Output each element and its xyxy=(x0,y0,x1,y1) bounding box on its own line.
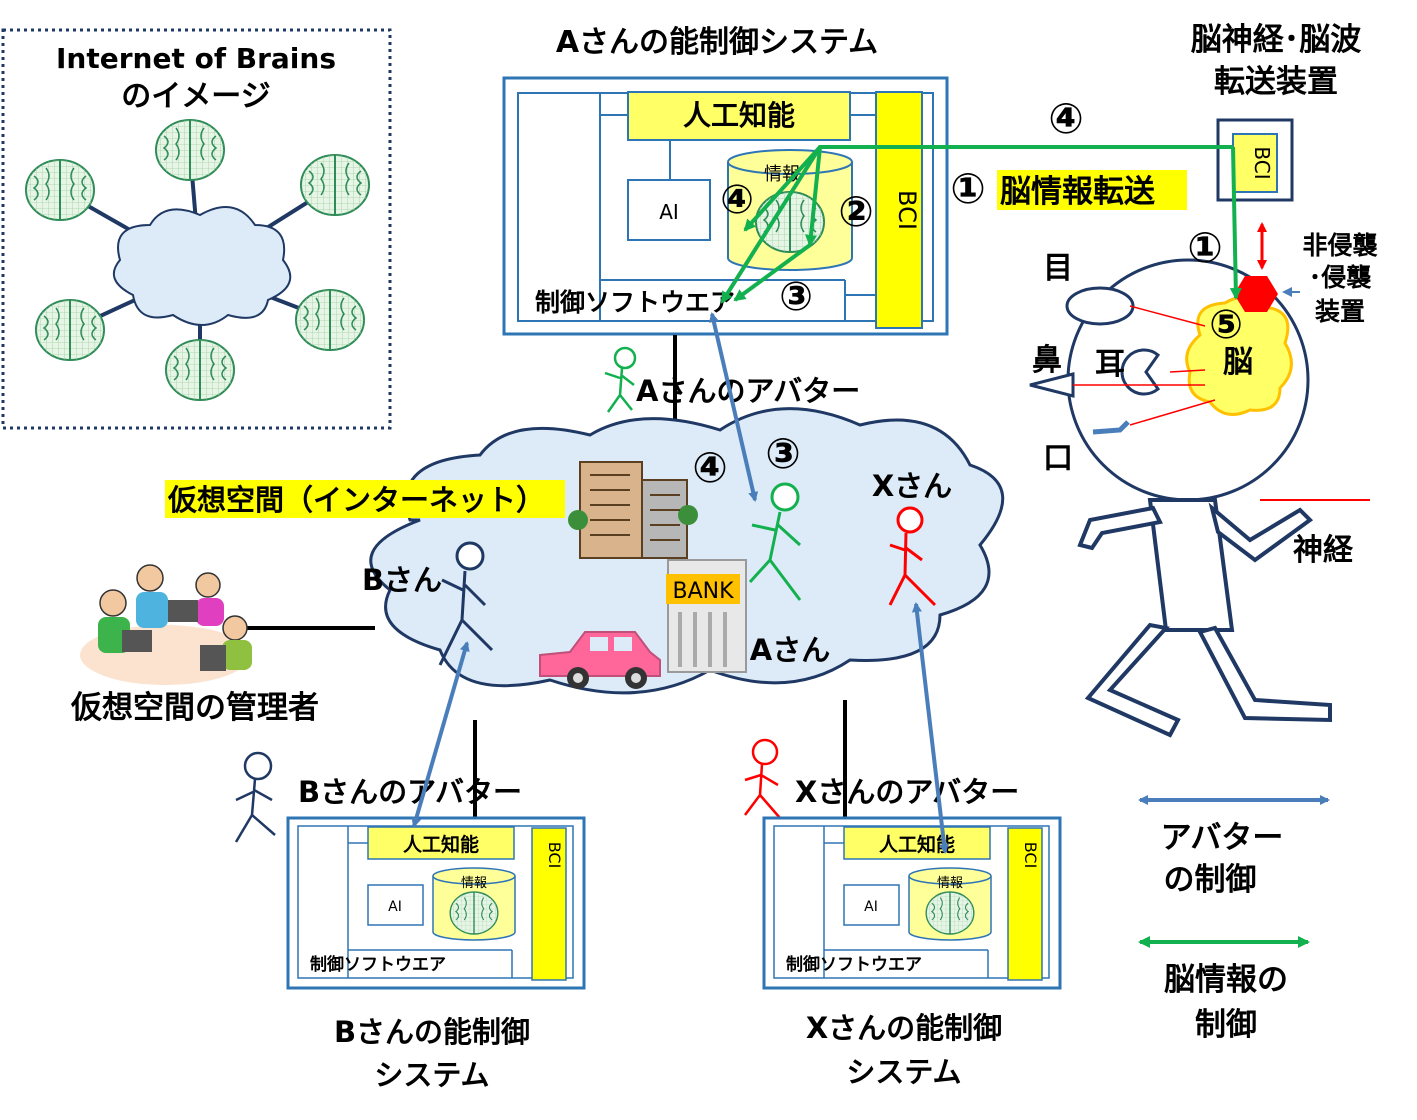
virtual-label: 仮想空間（インターネット） xyxy=(167,483,545,517)
device-invasive-2: ･侵襲 xyxy=(1309,263,1373,292)
legend-brain-2: 制御 xyxy=(1195,1007,1257,1043)
admin-label: 仮想空間の管理者 xyxy=(70,690,319,726)
eye-label: 目 xyxy=(1043,251,1073,286)
iob-cloud xyxy=(112,206,292,326)
avatar-a-small xyxy=(604,346,637,413)
nose-label: 鼻 xyxy=(1032,343,1062,378)
device-title-2: 転送装置 xyxy=(1214,64,1338,100)
transfer-device: 脳神経･脳波 転送装置 BCI 非侵襲 ･侵襲 装置 xyxy=(1191,22,1379,326)
system-x-title-1: Xさんの能制御 xyxy=(806,1011,1002,1045)
brain-label: 脳 xyxy=(1223,345,1253,380)
brain-info-arrows xyxy=(720,145,1242,304)
brain-icon xyxy=(25,159,95,221)
avatar-x-label: Xさんのアバター xyxy=(795,775,1019,809)
transfer-label: 脳情報転送 xyxy=(1000,174,1155,210)
system-b-title-2: システム xyxy=(374,1058,489,1092)
system-x: 人工知能 AI 情報 BCI 制御ソフトウエア xyxy=(762,816,1062,990)
avatar-b-figure xyxy=(438,541,494,666)
building-icon xyxy=(568,461,698,559)
system-x-bci-label: BCI xyxy=(1021,842,1040,869)
step-4-info: ④ xyxy=(720,177,754,223)
system-a-ai-box xyxy=(627,91,851,141)
system-b-ai-label: 人工知能 xyxy=(403,833,479,856)
legend: アバター の制御 脳情報の 制御 xyxy=(1138,795,1330,1043)
person-a-figure: 脳 目 鼻 耳 口 神経 xyxy=(1029,222,1370,738)
iob-title: Internet of Brains xyxy=(56,42,336,75)
system-a-software: 制御ソフトウエア xyxy=(535,288,735,317)
virtual-space: 仮想空間（インターネット） BANK Bさん Aさん Xさん xyxy=(165,407,1005,695)
avatar-b-label: Bさんのアバター xyxy=(298,775,522,809)
device-bci-label: BCI xyxy=(1250,146,1274,179)
device-invasive-3: 装置 xyxy=(1315,297,1365,326)
bank-label: BANK xyxy=(672,579,734,604)
brain-icon xyxy=(295,289,365,351)
system-x-software: 制御ソフトウエア xyxy=(786,954,922,975)
system-x-ai-small: AI xyxy=(864,899,878,915)
legend-avatar-1: アバター xyxy=(1161,820,1284,856)
iob-panel: Internet of Brains のイメージ xyxy=(1,28,392,430)
step-3-software: ③ xyxy=(779,274,813,320)
mouth-shape xyxy=(1092,420,1130,435)
brain-icon xyxy=(155,119,225,181)
step-3-cloud: ③ xyxy=(765,429,801,478)
nerve-label: 神経 xyxy=(1293,533,1354,568)
system-x-info-label: 情報 xyxy=(937,876,963,891)
avatar-x-small xyxy=(744,738,781,819)
iob-subtitle: のイメージ xyxy=(121,79,270,114)
system-a-bci xyxy=(875,91,923,329)
system-a-ai-small: AI xyxy=(659,200,679,224)
brain-icon xyxy=(300,154,370,216)
device-title-1: 脳神経･脳波 xyxy=(1191,22,1362,58)
system-b: 人工知能 AI 情報 BCI 制御ソフトウエア xyxy=(286,816,586,990)
brain-icon xyxy=(35,299,105,361)
system-b-title-1: Bさんの能制御 xyxy=(334,1015,530,1049)
step-5: ⑤ xyxy=(1209,302,1243,348)
step-1-device: ① xyxy=(1187,223,1223,272)
person-a-label: Aさん xyxy=(750,633,830,667)
ear-label: 耳 xyxy=(1095,347,1125,382)
avatar-a-figure xyxy=(748,482,802,601)
system-b-info-label: 情報 xyxy=(461,876,487,891)
sensor-icon xyxy=(1234,276,1278,312)
system-b-ai-small: AI xyxy=(388,899,402,915)
bank-icon: BANK xyxy=(666,559,747,673)
avatar-a-label: Aさんのアバター xyxy=(636,374,860,408)
system-b-bci-label: BCI xyxy=(545,842,564,869)
brain-icon xyxy=(165,339,235,401)
person-x-label: Xさん xyxy=(872,469,952,503)
system-a-ai-label: 人工知能 xyxy=(683,99,795,132)
system-a-bci-label: BCI xyxy=(893,190,921,230)
device-invasive-1: 非侵襲 xyxy=(1302,231,1378,260)
system-x-title-2: システム xyxy=(846,1055,961,1089)
avatar-control-arrows xyxy=(411,312,950,854)
avatar-b-small xyxy=(234,751,276,843)
brain-icon xyxy=(925,891,975,935)
system-b-software: 制御ソフトウエア xyxy=(310,954,446,975)
step-1-transfer: ① xyxy=(950,164,986,213)
step-4-top: ④ xyxy=(1048,94,1084,143)
legend-brain-1: 脳情報の xyxy=(1164,962,1288,998)
system-a-title: Aさんの能制御システム xyxy=(556,25,878,60)
person-b-label: Bさん xyxy=(362,563,442,597)
brain-icon xyxy=(449,891,499,935)
legend-avatar-2: の制御 xyxy=(1164,862,1257,898)
car-icon xyxy=(539,631,661,689)
avatar-x-figure xyxy=(888,506,937,607)
admin-people-icon xyxy=(80,564,252,685)
step-4-cloud: ④ xyxy=(692,443,728,492)
step-2: ② xyxy=(838,187,874,236)
mouth-label: 口 xyxy=(1043,441,1073,476)
ear-shape xyxy=(1120,348,1161,396)
eye-shape xyxy=(1065,286,1135,326)
